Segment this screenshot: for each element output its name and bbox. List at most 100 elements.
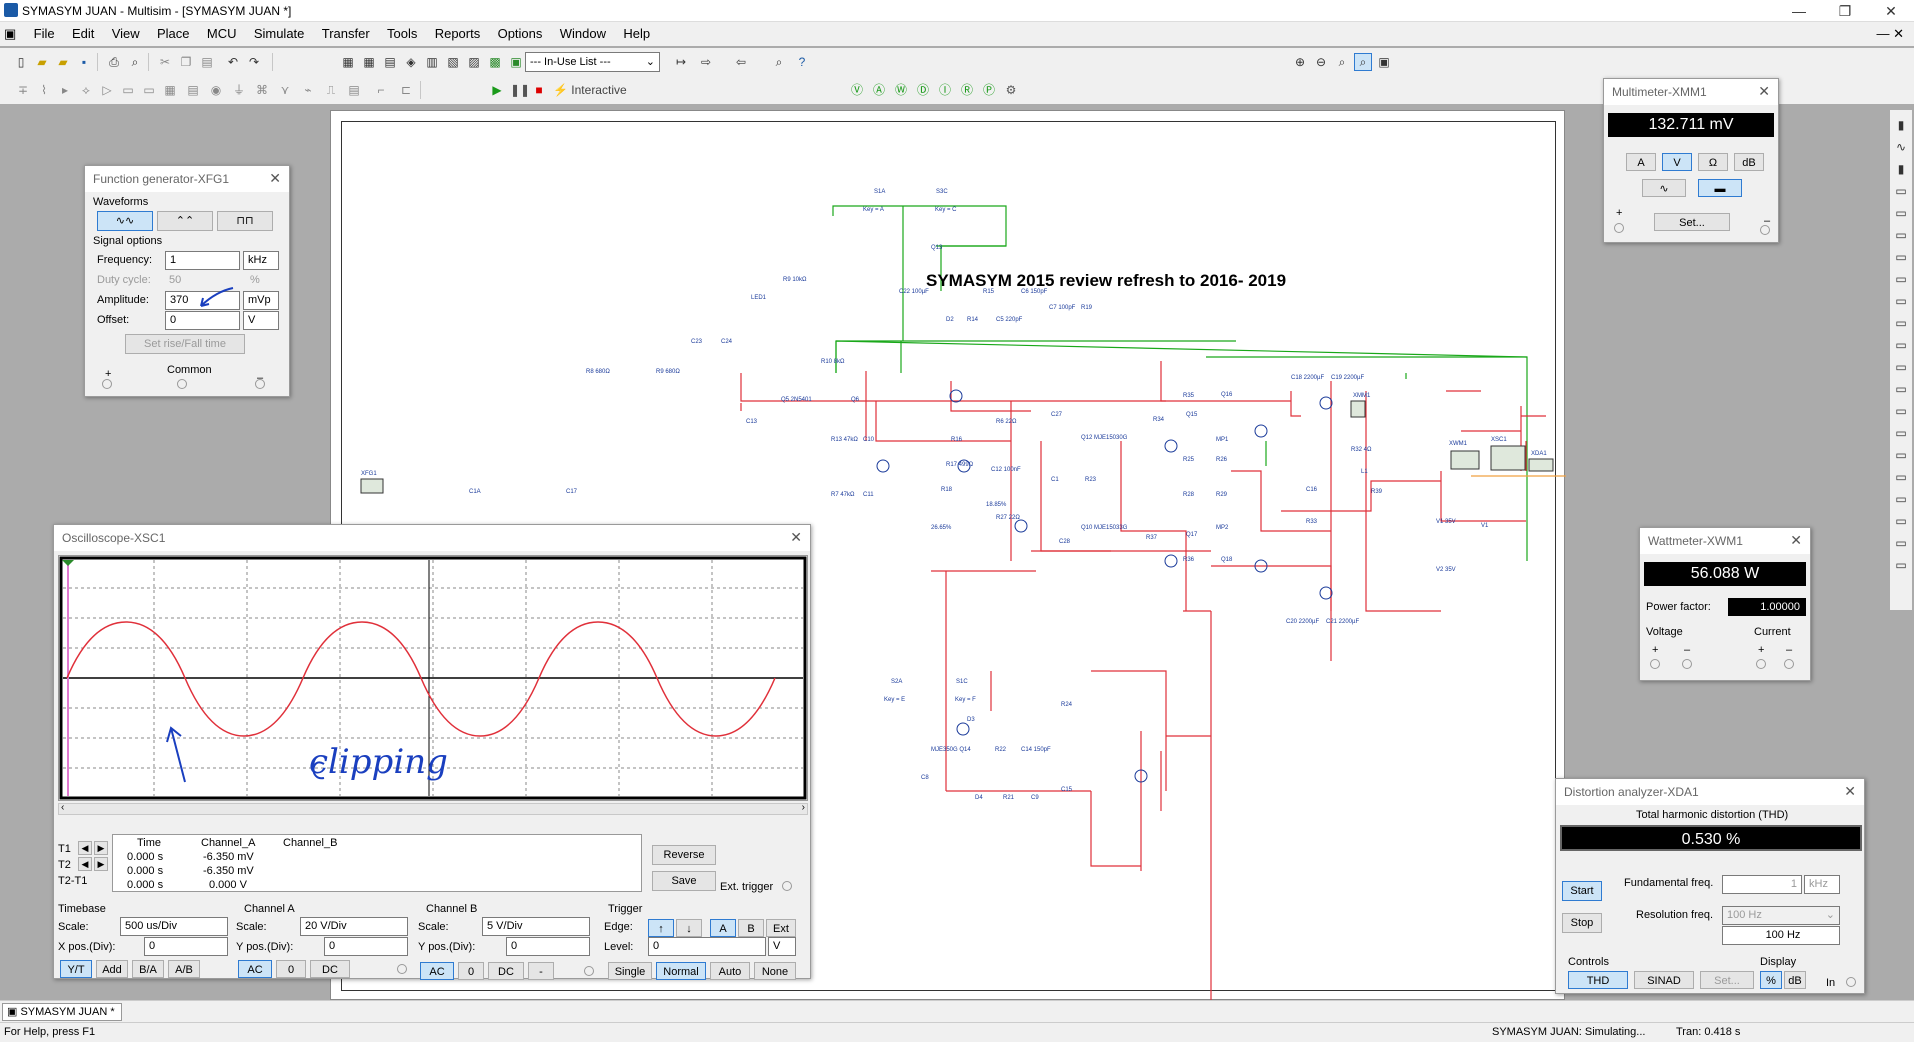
t2-left-arrow-icon[interactable]: ◀ [78, 857, 92, 871]
cut-icon[interactable]: ✂ [159, 55, 171, 69]
channel-b-scale-field[interactable]: 5 V/Div [482, 917, 590, 936]
ext-trigger-terminal-icon[interactable] [782, 881, 792, 891]
duty-cycle-field[interactable]: 50 [169, 274, 182, 286]
stop-simulation-icon[interactable]: ■ [535, 83, 543, 97]
t1-right-arrow-icon[interactable]: ▶ [94, 841, 108, 855]
print-icon[interactable]: ⎙ [109, 55, 119, 69]
in-use-list-dropdown[interactable]: --- In-Use List --- ⌄ [525, 52, 660, 72]
copy-icon[interactable]: ❐ [180, 55, 192, 69]
probe-vi-icon[interactable]: Ⓘ [938, 83, 951, 97]
channel-a-scale-field[interactable]: 20 V/Div [300, 917, 408, 936]
agilent-multimeter-tool-icon[interactable]: ▭ [1895, 448, 1907, 462]
schematic-wires[interactable]: S1A S3C Key = A Key = C R9 10kΩ LED1 C22… [331, 111, 1566, 1001]
function-generator-tool-icon[interactable]: ∿ [1895, 140, 1907, 154]
erc-icon[interactable]: ▨ [468, 55, 480, 69]
close-icon[interactable]: ✕ [1844, 783, 1856, 799]
display-percent-button[interactable]: % [1760, 971, 1782, 989]
sinad-mode-button[interactable]: SINAD [1634, 971, 1694, 989]
agilent-generator-tool-icon[interactable]: ▭ [1895, 426, 1907, 440]
grapher-icon[interactable]: ▥ [426, 55, 438, 69]
channel-a-dc-button[interactable]: DC [310, 960, 350, 978]
channel-b-terminal-icon[interactable] [584, 966, 594, 976]
menu-mcu[interactable]: MCU [206, 26, 237, 41]
zoom-area-icon[interactable]: ⌕ [1338, 55, 1346, 69]
design-toolbox-icon[interactable]: ▩ [489, 55, 501, 69]
ab-mode-button[interactable]: A/B [168, 960, 200, 978]
menu-place[interactable]: Place [156, 26, 190, 41]
plus-terminal-icon[interactable] [102, 379, 112, 389]
spreadsheet-icon[interactable]: ▦ [363, 55, 375, 69]
database-icon[interactable]: ▤ [384, 55, 396, 69]
display-db-button[interactable]: dB [1784, 971, 1806, 989]
square-wave-button[interactable]: ⊓⊓ [217, 211, 273, 231]
trigger-level-field[interactable]: 0 [648, 937, 766, 956]
word-generator-tool-icon[interactable]: ▭ [1895, 272, 1907, 286]
multimeter-window[interactable]: Multimeter-XMM1 ✕ 132.711 mV A V Ω dB ∿ … [1603, 78, 1779, 243]
offset-field[interactable]: 0 [165, 311, 240, 330]
four-channel-scope-tool-icon[interactable]: ▭ [1895, 206, 1907, 220]
zoom-in-icon[interactable]: ⊕ [1294, 55, 1306, 69]
channel-a-zero-button[interactable]: 0 [276, 960, 306, 978]
channel-b-minus-button[interactable]: - [528, 962, 554, 980]
place-power-icon[interactable]: ⏚ [232, 83, 245, 97]
probe-differential-icon[interactable]: Ⓓ [916, 83, 929, 97]
stop-button[interactable]: Stop [1562, 913, 1602, 933]
place-ladder-icon[interactable]: ⊏ [400, 83, 412, 97]
place-hierarchical-icon[interactable]: ▤ [348, 83, 360, 97]
function-generator-window[interactable]: Function generator-XFG1 ✕ Waveforms ∿∿ ⌃… [84, 165, 290, 397]
probe-reference-icon[interactable]: Ⓡ [960, 83, 973, 97]
channel-b-zero-button[interactable]: 0 [458, 962, 484, 980]
voltage-plus-terminal-icon[interactable] [1650, 659, 1660, 669]
close-icon[interactable]: ✕ [269, 170, 281, 186]
undo-icon[interactable]: ↶ [227, 55, 239, 69]
bode-plotter-tool-icon[interactable]: ▭ [1895, 228, 1907, 242]
current-plus-terminal-icon[interactable] [1756, 659, 1766, 669]
open-sample-icon[interactable]: ▰ [58, 55, 68, 69]
current-probe-tool-icon[interactable]: ▭ [1895, 536, 1907, 550]
place-source-icon[interactable]: ∓ [17, 83, 29, 97]
t1-left-arrow-icon[interactable]: ◀ [78, 841, 92, 855]
zoom-out-icon[interactable]: ⊖ [1315, 55, 1327, 69]
menu-help[interactable]: Help [623, 26, 651, 41]
thd-mode-button[interactable]: THD [1568, 971, 1628, 989]
place-basic-icon[interactable]: ⌇ [41, 83, 47, 97]
channel-b-ypos-field[interactable]: 0 [506, 937, 590, 956]
ammeter-mode-button[interactable]: A [1626, 153, 1656, 171]
place-rf-icon[interactable]: ⋎ [280, 83, 290, 97]
trigger-level-unit[interactable]: V [768, 937, 796, 956]
pause-simulation-icon[interactable]: ❚❚ [510, 83, 531, 97]
toggle-fullscreen-icon[interactable]: ▦ [342, 55, 354, 69]
trigger-source-ext-button[interactable]: Ext [766, 919, 796, 937]
place-transistor-icon[interactable]: ⟡ [82, 83, 90, 97]
frequency-field[interactable]: 1 [165, 251, 240, 270]
multimeter-minus-terminal-icon[interactable] [1760, 225, 1770, 235]
back-annotate-icon[interactable]: ⇦ [735, 55, 747, 69]
yt-mode-button[interactable]: Y/T [60, 960, 92, 978]
minus-terminal-icon[interactable] [255, 379, 265, 389]
set-rise-fall-button[interactable]: Set rise/Fall time [125, 334, 245, 354]
distortion-input-terminal-icon[interactable] [1846, 977, 1856, 987]
network-analyzer-tool-icon[interactable]: ▭ [1895, 404, 1907, 418]
scroll-left-icon[interactable]: ‹ [61, 802, 65, 813]
trigger-source-a-button[interactable]: A [710, 919, 736, 937]
menu-window[interactable]: Window [559, 26, 606, 41]
labview-tool-icon[interactable]: ▭ [1895, 514, 1907, 528]
ba-mode-button[interactable]: B/A [132, 960, 164, 978]
find-examples-icon[interactable]: ⌕ [775, 55, 783, 69]
place-misc-icon[interactable]: ⌘ [256, 83, 268, 97]
t2-right-arrow-icon[interactable]: ▶ [94, 857, 108, 871]
timebase-scale-field[interactable]: 500 us/Div [120, 917, 228, 936]
design-tab-symasym[interactable]: ▣ SYMASYM JUAN * [2, 1003, 122, 1021]
menu-simulate[interactable]: Simulate [253, 26, 305, 41]
redo-icon[interactable]: ↷ [248, 55, 260, 69]
run-simulation-icon[interactable]: ▶ [492, 83, 502, 97]
frequency-unit[interactable]: kHz [243, 251, 279, 270]
netlist-icon[interactable]: ↦ [675, 55, 687, 69]
close-icon[interactable]: ✕ [1758, 83, 1770, 99]
postprocessor-icon[interactable]: ▧ [447, 55, 459, 69]
wattmeter-window[interactable]: Wattmeter-XWM1 ✕ 56.088 W Power factor: … [1639, 527, 1811, 681]
trigger-single-button[interactable]: Single [608, 962, 652, 980]
channel-a-terminal-icon[interactable] [397, 964, 407, 974]
place-cmos-icon[interactable]: ▭ [143, 83, 155, 97]
probe-current-icon[interactable]: Ⓐ [872, 83, 885, 97]
